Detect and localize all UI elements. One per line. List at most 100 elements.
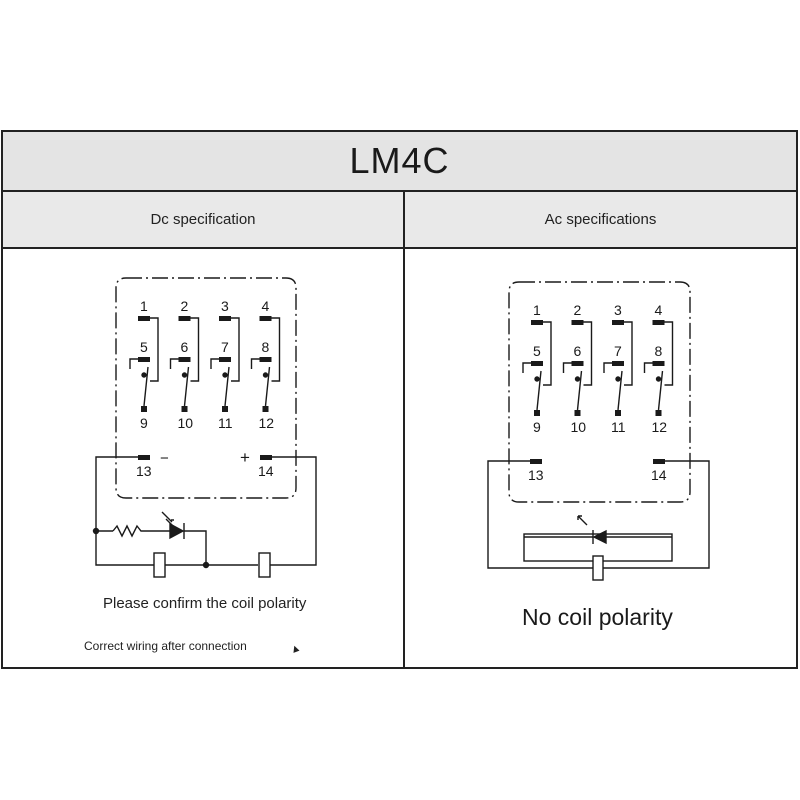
ac-nc-wire-1 — [522, 362, 531, 373]
ac-coil — [592, 555, 604, 581]
page-title: LM4C — [349, 140, 450, 181]
dc-label-top-1: 1 — [140, 298, 148, 314]
dc-nc-wire-1 — [129, 358, 138, 369]
dc-plus-sign: + — [240, 448, 250, 467]
dc-label-top-4: 4 — [262, 298, 270, 314]
ac-nc-wire-2 — [562, 362, 572, 373]
ac-label-bot-4: 12 — [652, 419, 668, 435]
dc-label-mid-1: 5 — [140, 339, 148, 355]
dc-terminal-13-label: 13 — [136, 463, 152, 479]
ac-terminal-14-pad — [653, 459, 665, 464]
dc-junction-2 — [202, 561, 210, 569]
ac-pad-mid-4 — [652, 361, 665, 366]
dc-contact-group — [129, 316, 281, 412]
dc-terminal-14-label: 14 — [258, 463, 274, 479]
dc-no-wire-4 — [271, 317, 281, 382]
ac-label-top-3: 3 — [614, 302, 622, 318]
ac-header: Ac specifications — [544, 211, 657, 228]
ac-pad-bot-4 — [655, 410, 662, 416]
ac-switch-arm-3 — [617, 370, 623, 411]
ac-pad-mid-1 — [531, 361, 543, 366]
dc-label-bot-4: 12 — [259, 415, 275, 431]
dc-pad-bot-2 — [181, 406, 188, 412]
header-row: Dc specification Ac specifications — [3, 192, 796, 249]
dc-pad-top-1 — [138, 316, 150, 321]
dc-switch-arm-4 — [264, 366, 271, 407]
ac-relay-housing — [508, 281, 691, 503]
dc-polarity-note: Please confirm the coil polarity — [103, 595, 307, 612]
ac-no-wire-1 — [543, 321, 552, 386]
ac-nc-wire-4 — [643, 362, 653, 373]
ac-pad-top-1 — [531, 320, 543, 325]
dc-nc-wire-3 — [210, 358, 219, 369]
dc-no-wire-1 — [150, 317, 159, 382]
ac-pad-top-3 — [612, 320, 624, 325]
dc-nc-wire-4 — [250, 358, 260, 369]
dc-label-bot-1: 9 — [140, 415, 148, 431]
dc-coil-2 — [258, 552, 271, 578]
dc-switch-arm-3 — [224, 366, 230, 407]
dc-pad-mid-3 — [219, 357, 231, 362]
dc-pivot-1 — [141, 372, 147, 378]
ac-switch-arm-2 — [576, 370, 583, 411]
ac-pad-bot-1 — [534, 410, 540, 416]
dc-wiring-note: Correct wiring after connection — [84, 639, 247, 653]
ac-label-bot-3: 11 — [611, 419, 626, 435]
dc-no-wire-2 — [190, 317, 200, 382]
ac-pivot-2 — [574, 376, 581, 382]
dc-pad-mid-2 — [178, 357, 191, 362]
dc-label-mid-3: 7 — [221, 339, 229, 355]
ac-diode — [592, 529, 607, 545]
ac-label-mid-2: 6 — [574, 343, 582, 359]
dc-minus-sign: − — [160, 450, 169, 467]
ac-pivot-1 — [534, 376, 540, 382]
ac-pad-top-2 — [571, 320, 584, 325]
dc-coil-1 — [153, 552, 166, 578]
ac-pad-mid-3 — [612, 361, 624, 366]
ac-no-wire-2 — [583, 321, 593, 386]
ac-pad-mid-2 — [571, 361, 584, 366]
ac-pad-bot-2 — [574, 410, 581, 416]
ac-no-wire-4 — [664, 321, 674, 386]
ac-pad-top-4 — [652, 320, 665, 325]
ac-label-mid-3: 7 — [614, 343, 622, 359]
dc-label-bot-2: 10 — [178, 415, 194, 431]
ac-label-top-2: 2 — [574, 302, 582, 318]
ac-terminal-13-pad — [530, 459, 542, 464]
ac-pad-bot-3 — [615, 410, 621, 416]
dc-label-bot-3: 11 — [218, 415, 233, 431]
ac-switch-arm-4 — [657, 370, 664, 411]
dc-switch-arm-2 — [183, 366, 190, 407]
ac-switch-arm-1 — [536, 370, 542, 411]
ac-label-mid-1: 5 — [533, 343, 541, 359]
ac-label-top-1: 1 — [533, 302, 541, 318]
ac-label-bot-2: 10 — [571, 419, 587, 435]
dc-led-arrows — [161, 511, 175, 528]
dc-junction-1 — [92, 527, 100, 535]
dc-label-mid-2: 6 — [181, 339, 189, 355]
dc-pad-bot-4 — [262, 406, 269, 412]
dc-pivot-3 — [222, 372, 228, 378]
dc-label-top-3: 3 — [221, 298, 229, 314]
dc-diode-wire — [184, 530, 207, 565]
ac-label-bot-1: 9 — [533, 419, 541, 435]
dc-pivot-2 — [181, 372, 188, 378]
ac-terminal-14-label: 14 — [651, 467, 667, 483]
ac-no-wire-3 — [624, 321, 633, 386]
column-divider — [403, 192, 405, 667]
dc-label-mid-4: 8 — [262, 339, 270, 355]
dc-wire-left — [95, 456, 155, 566]
ac-polarity-note: No coil polarity — [522, 604, 673, 630]
ac-pivot-4 — [655, 376, 662, 382]
dc-no-wire-3 — [231, 317, 240, 382]
ac-terminal-13-label: 13 — [528, 467, 544, 483]
dc-pad-mid-1 — [138, 357, 150, 362]
ac-contact-group — [522, 320, 674, 416]
dc-pivot-4 — [262, 372, 269, 378]
dc-nc-wire-2 — [169, 358, 179, 369]
dc-pad-top-2 — [178, 316, 191, 321]
